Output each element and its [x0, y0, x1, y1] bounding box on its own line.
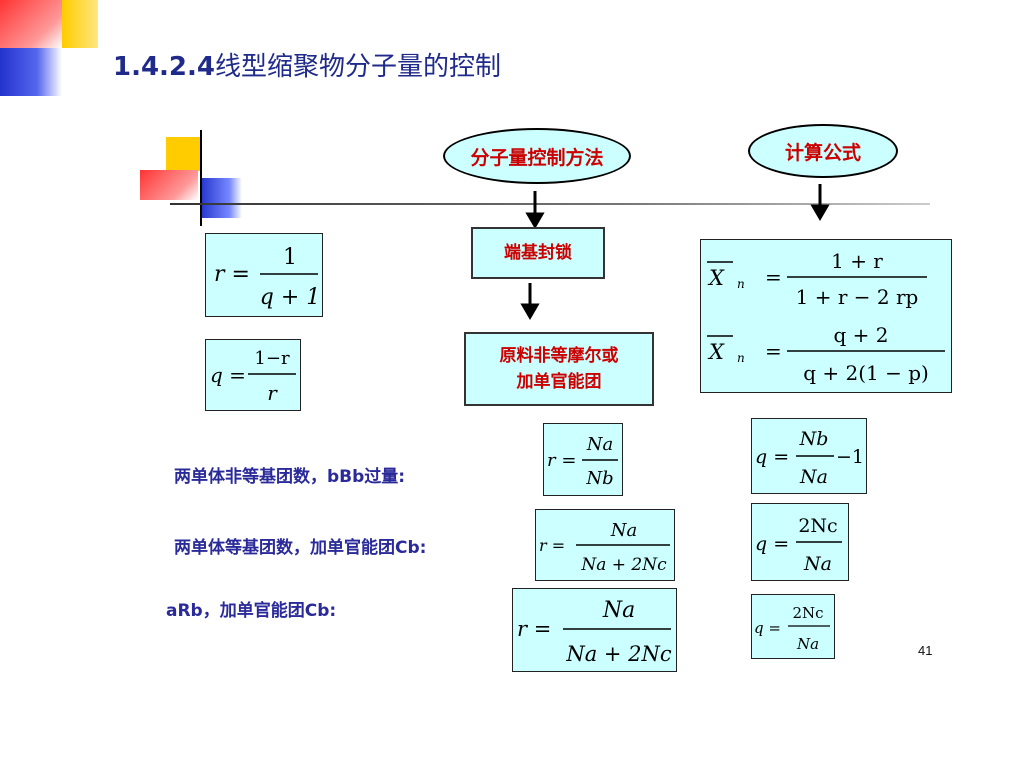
xn2-sub: n	[737, 351, 745, 365]
formula-r-case2-box: r = Na Na + 2Nc	[535, 509, 675, 581]
page-number: 41	[918, 643, 933, 658]
decor-block-blue	[0, 48, 62, 96]
title-number: 1.4.2.4	[113, 52, 215, 82]
case2-label: 两单体等基团数，加单官能团Cb:	[174, 538, 427, 558]
formula-q-lhs: q =	[210, 363, 246, 387]
formula-r-case1-box: r = Na Nb	[543, 423, 623, 496]
case1-label: 两单体非等基团数，bBb过量:	[174, 467, 406, 487]
r-case3-num: Na	[602, 598, 635, 623]
xn1-num: 1 + r	[831, 249, 883, 273]
xn2-num: q + 2	[834, 323, 889, 347]
q-case3-num: 2Nc	[792, 604, 823, 622]
r-case3-lhs: r =	[517, 617, 551, 641]
formula-q-case3-box: q = 2Nc Na	[751, 594, 835, 659]
r-case1-num: Na	[586, 434, 613, 455]
page-title: 1.4.2.4线型缩聚物分子量的控制	[113, 46, 501, 83]
formula-r-den: q + 1	[260, 285, 321, 310]
formula-xn-box: X n = 1 + r 1 + r − 2 rp X n = q + 2 q +…	[700, 239, 952, 393]
decor-block-yellow	[62, 0, 98, 48]
xn1-lhs: X	[707, 266, 725, 290]
q-case2-den: Na	[803, 553, 832, 575]
q-case3-lhs: q =	[754, 619, 781, 637]
decor-block-red	[0, 0, 62, 48]
method-oval: 分子量控制方法	[443, 128, 631, 184]
formula-r-box: r = 1 q + 1	[205, 233, 323, 317]
formula-q-box: q = 1−r r	[205, 339, 301, 411]
end-capping-label: 端基封锁	[504, 243, 572, 263]
xn2-lhs: X	[707, 340, 725, 364]
r-case2-lhs: r =	[539, 536, 565, 555]
r-case1-den: Nb	[585, 468, 613, 489]
title-text: 线型缩聚物分子量的控制	[215, 52, 502, 82]
decor-vline	[200, 130, 202, 226]
r-case3-den: Na + 2Nc	[565, 642, 672, 666]
formula-r-case3-box: r = Na Na + 2Nc	[512, 588, 677, 672]
xn1-eq: =	[765, 265, 782, 289]
r-case2-den: Na + 2Nc	[580, 555, 667, 575]
nonequal-line1: 原料非等摩尔或	[499, 346, 619, 366]
r-case1-lhs: r =	[547, 450, 576, 471]
r-case2-num: Na	[610, 520, 637, 541]
xn2-den: q + 2(1 − p)	[803, 361, 929, 385]
q-case2-lhs: q =	[755, 533, 789, 555]
q-case2-num: 2Nc	[798, 515, 837, 537]
end-capping-box: 端基封锁	[471, 227, 605, 279]
formula-q-num: 1−r	[254, 348, 290, 369]
decor-hline	[170, 203, 930, 205]
xn2-eq: =	[765, 339, 782, 363]
arrow-method-head	[525, 212, 545, 229]
q-case1-den: Na	[799, 466, 828, 488]
formula-r-num: 1	[283, 245, 297, 270]
xn1-sub: n	[737, 277, 745, 291]
arrow-endcap-head	[520, 303, 540, 320]
arrow-formula-head	[810, 204, 830, 221]
formula-q-den: r	[267, 381, 278, 405]
formula-r-lhs: r =	[214, 262, 250, 287]
nonequal-box: 原料非等摩尔或 加单官能团	[464, 332, 654, 406]
q-case1-num: Nb	[799, 428, 829, 450]
case3-label: aRb，加单官能团Cb:	[166, 601, 337, 621]
q-case1-lhs: q =	[755, 446, 789, 468]
nonequal-line2: 加单官能团	[516, 372, 602, 392]
decor-block-red-2	[140, 170, 198, 200]
formula-oval-label: 计算公式	[784, 141, 861, 164]
q-case3-den: Na	[796, 635, 819, 653]
xn1-den: 1 + r − 2 rp	[796, 285, 919, 309]
formula-q-case2-box: q = 2Nc Na	[751, 503, 849, 581]
formula-oval: 计算公式	[748, 124, 898, 178]
decor-block-yellow-2	[166, 137, 202, 171]
decor-block-blue-2	[200, 178, 242, 218]
method-oval-label: 分子量控制方法	[470, 146, 604, 169]
q-case1-tail: −1	[836, 446, 864, 468]
formula-q-case1-box: q = Nb Na −1	[751, 418, 867, 494]
